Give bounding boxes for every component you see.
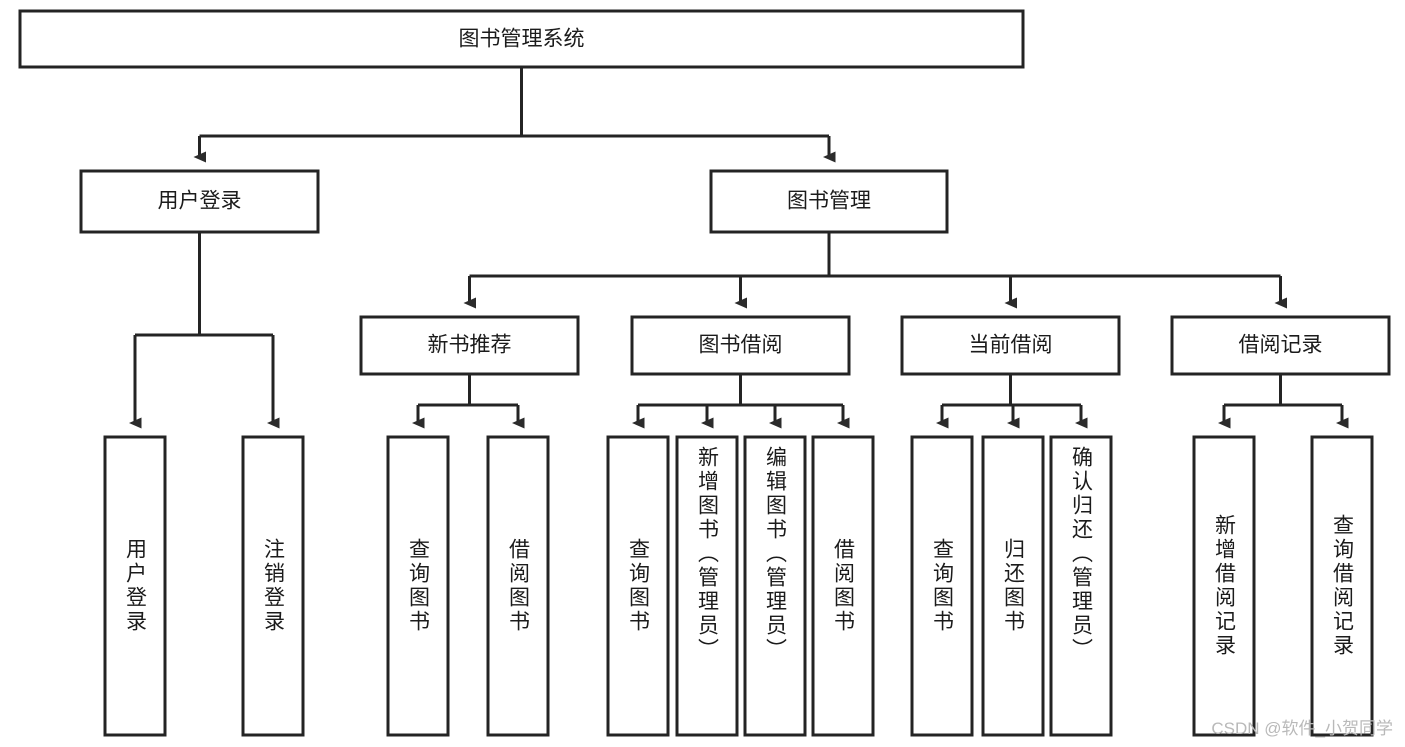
node-leaf-add-record-box[interactable] — [1192, 435, 1256, 737]
node-leaf-borrow-book-label: 借阅图书 — [832, 538, 856, 634]
connector-book-manage-bus — [469, 232, 1281, 278]
node-leaf-query-book-rec[interactable]: 查询图书 — [386, 435, 450, 737]
connector-root-bus — [199, 67, 829, 138]
node-book-manage-box[interactable] — [709, 169, 949, 234]
node-leaf-return-book-label: 归还图书 — [1002, 538, 1026, 634]
node-leaf-user-login-box[interactable] — [103, 435, 167, 737]
node-leaf-query-book-label: 查询图书 — [627, 538, 651, 634]
node-leaf-borrow-book-rec-label: 借阅图书 — [507, 538, 531, 634]
node-leaf-add-record[interactable]: 新增借阅记录 — [1192, 435, 1256, 737]
node-leaf-borrow-book-rec[interactable]: 借阅图书 — [486, 435, 550, 737]
node-leaf-logout-label: 注销登录 — [262, 538, 286, 634]
node-current-borrow[interactable]: 当前借阅 — [900, 315, 1121, 376]
node-leaf-borrow-book[interactable]: 借阅图书 — [811, 435, 875, 737]
node-leaf-confirm-return-label: 确认归还（管理员） — [1070, 446, 1094, 662]
node-leaf-query-book[interactable]: 查询图书 — [606, 435, 670, 737]
connector-current-borrow-bus — [942, 374, 1081, 407]
connector-user-login-bus — [135, 232, 273, 337]
node-leaf-borrow-book-box[interactable] — [811, 435, 875, 737]
node-user-login[interactable]: 用户登录 — [79, 169, 320, 234]
node-leaf-edit-book[interactable]: 编辑图书（管理员） — [743, 435, 807, 737]
node-leaf-user-login-label: 用户登录 — [124, 538, 148, 634]
node-leaf-confirm-return-box[interactable] — [1049, 435, 1113, 737]
node-leaf-user-login[interactable]: 用户登录 — [103, 435, 167, 737]
connector-new-book-rec-bus — [418, 374, 518, 407]
node-book-borrow[interactable]: 图书借阅 — [630, 315, 851, 376]
node-borrow-record-label: 借阅记录 — [1239, 334, 1323, 357]
node-leaf-return-book-box[interactable] — [981, 435, 1045, 737]
node-leaf-add-book-box[interactable] — [675, 435, 739, 737]
node-leaf-query-record[interactable]: 查询借阅记录 — [1310, 435, 1374, 737]
node-root-box[interactable] — [18, 9, 1025, 69]
node-borrow-record[interactable]: 借阅记录 — [1170, 315, 1391, 376]
node-root-label: 图书管理系统 — [459, 28, 585, 51]
node-leaf-query-record-label: 查询借阅记录 — [1331, 514, 1355, 658]
node-new-book-rec-box[interactable] — [359, 315, 580, 376]
node-leaf-logout[interactable]: 注销登录 — [241, 435, 305, 737]
node-leaf-query-book-rec-label: 查询图书 — [407, 538, 431, 634]
node-borrow-record-box[interactable] — [1170, 315, 1391, 376]
node-leaf-query-book-rec-box[interactable] — [386, 435, 450, 737]
node-user-login-label: 用户登录 — [158, 190, 242, 213]
node-current-borrow-box[interactable] — [900, 315, 1121, 376]
node-leaf-add-record-label: 新增借阅记录 — [1213, 514, 1237, 658]
node-user-login-box[interactable] — [79, 169, 320, 234]
node-current-borrow-label: 当前借阅 — [969, 334, 1053, 357]
node-leaf-logout-box[interactable] — [241, 435, 305, 737]
node-book-manage-label: 图书管理 — [787, 190, 871, 213]
node-leaf-query-book-cur[interactable]: 查询图书 — [910, 435, 974, 737]
node-leaf-query-record-box[interactable] — [1310, 435, 1374, 737]
node-book-borrow-label: 图书借阅 — [699, 334, 783, 357]
connector-book-borrow-bus — [638, 374, 843, 407]
node-root[interactable]: 图书管理系统 — [18, 9, 1025, 69]
connector-borrow-record-bus — [1224, 374, 1342, 407]
node-new-book-rec-label: 新书推荐 — [428, 334, 512, 357]
node-book-borrow-box[interactable] — [630, 315, 851, 376]
node-leaf-confirm-return[interactable]: 确认归还（管理员） — [1049, 435, 1113, 737]
node-leaf-query-book-cur-box[interactable] — [910, 435, 974, 737]
node-layer: 图书管理系统 用户登录 图书管理 新书推荐 图书借阅 当前 — [18, 9, 1391, 737]
connector-layer — [129, 67, 1349, 429]
node-leaf-add-book[interactable]: 新增图书（管理员） — [675, 435, 739, 737]
node-leaf-borrow-book-rec-box[interactable] — [486, 435, 550, 737]
node-leaf-edit-book-box[interactable] — [743, 435, 807, 737]
node-book-manage[interactable]: 图书管理 — [709, 169, 949, 234]
node-leaf-query-book-box[interactable] — [606, 435, 670, 737]
csdn-watermark: CSDN @软件_小贺同学 — [1211, 719, 1393, 738]
node-leaf-edit-book-label: 编辑图书（管理员） — [764, 446, 788, 662]
node-leaf-query-book-cur-label: 查询图书 — [931, 538, 955, 634]
node-leaf-return-book[interactable]: 归还图书 — [981, 435, 1045, 737]
node-new-book-rec[interactable]: 新书推荐 — [359, 315, 580, 376]
node-leaf-add-book-label: 新增图书（管理员） — [696, 446, 720, 662]
